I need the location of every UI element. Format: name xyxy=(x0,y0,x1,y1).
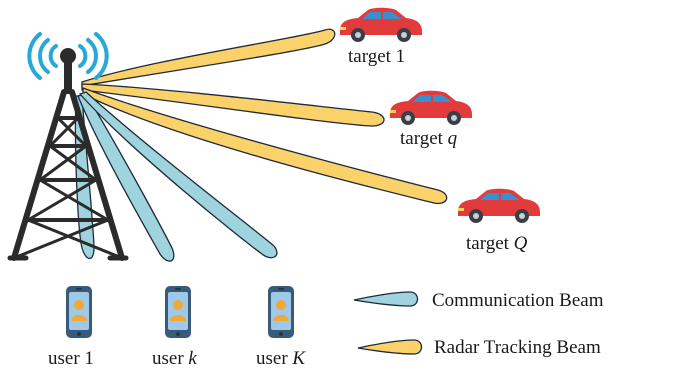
radar-tracking-beam-legend-label: Radar Tracking Beam xyxy=(434,337,601,358)
smartphone-icon xyxy=(66,286,92,338)
communication-beams xyxy=(74,91,278,262)
communication-beam-legend-label: Communication Beam xyxy=(432,290,604,311)
smartphone-icon xyxy=(268,286,294,338)
communication-beam-swatch xyxy=(353,291,419,307)
communication-beam-user-k xyxy=(77,93,175,262)
smartphone-icon xyxy=(165,286,191,338)
user-K-label: user K xyxy=(256,348,306,369)
target-q: target q xyxy=(389,89,473,149)
signal-waves-icon xyxy=(27,32,109,80)
car-icon xyxy=(389,89,473,126)
radar-beams xyxy=(81,28,448,205)
radar-beam-target-q xyxy=(81,83,385,127)
target-Q: target Q xyxy=(457,187,541,254)
radar-beam-target-Q xyxy=(82,87,448,205)
legend: Communication Beam Radar Tracking Beam xyxy=(353,290,604,358)
user-k-label: user k xyxy=(152,348,197,369)
car-icon xyxy=(339,6,423,43)
target-Q-label: target Q xyxy=(466,233,528,254)
user-1-label: user 1 xyxy=(48,348,94,369)
communication-beam-user-1 xyxy=(74,95,95,260)
target-q-label: target q xyxy=(400,128,458,149)
user-1: user 1 xyxy=(48,286,94,369)
target-1-label: target 1 xyxy=(348,46,405,67)
communication-beam-user-K xyxy=(78,91,278,259)
car-icon xyxy=(457,187,541,224)
radar-beam-target-1 xyxy=(81,28,336,87)
user-K: user K xyxy=(256,286,306,369)
radar-tracking-beam-swatch xyxy=(357,339,423,355)
target-1: target 1 xyxy=(339,6,423,67)
user-k: user k xyxy=(152,286,197,369)
base-station-tower-icon xyxy=(7,48,129,261)
